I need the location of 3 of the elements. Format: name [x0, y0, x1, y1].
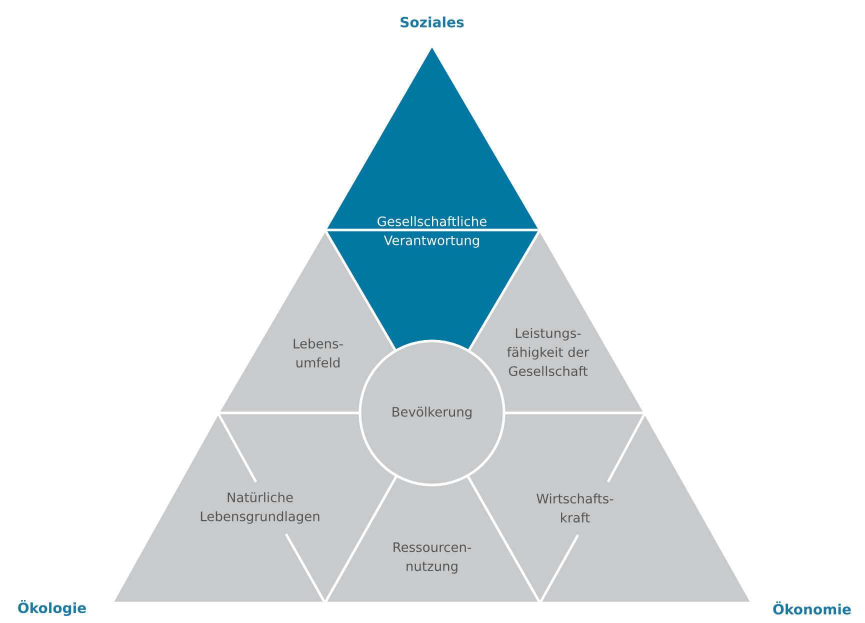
corner-label: Ökonomie: [773, 601, 851, 615]
corner-label: Soziales: [400, 16, 464, 28]
corner-label: Ökologie: [18, 600, 86, 616]
